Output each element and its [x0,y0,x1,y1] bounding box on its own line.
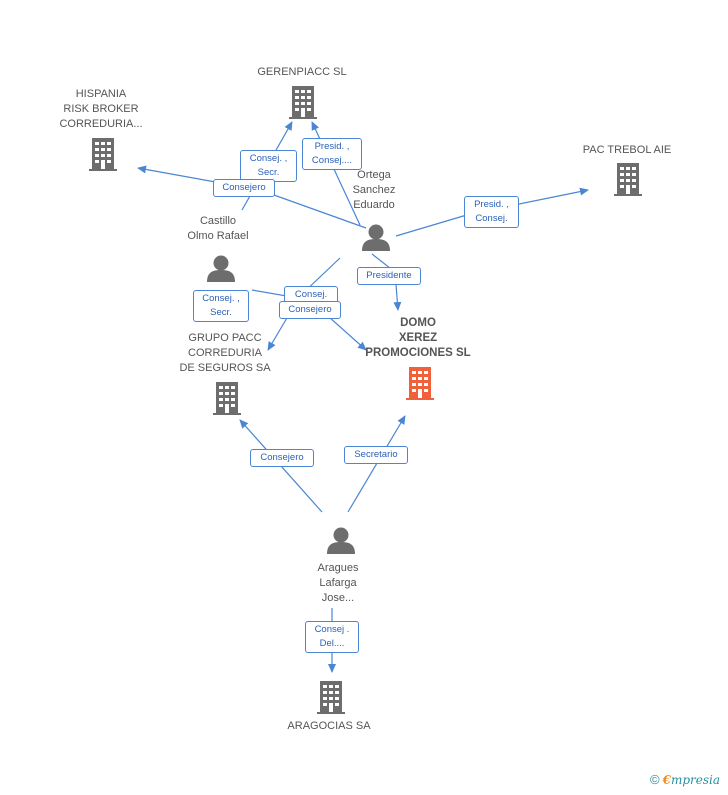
aragues-person-icon[interactable] [327,527,355,555]
edge-label-ortega-pactrebol[interactable]: Presid. , Consej. [464,196,519,228]
aragues-label[interactable]: Aragues Lafarga Jose... [317,562,359,604]
domo-label[interactable]: DOMO XEREZ PROMOCIONES SL [365,317,471,359]
ortega-person-icon[interactable] [362,224,390,252]
pac-trebol-building-icon[interactable] [614,163,642,196]
aragocias-label[interactable]: ARAGOCIAS SA [287,720,371,732]
edge-label-ortega-domo[interactable]: Presidente [357,267,421,285]
aragocias-building-icon[interactable] [317,681,345,714]
brand-name: €mpresia [663,773,720,787]
pac-trebol-label[interactable]: PAC TREBOL AIE [582,144,672,156]
castillo-person-icon[interactable] [207,255,235,283]
hispania-building-icon[interactable] [89,138,117,171]
edge-label-castillo-grupo[interactable]: Consej. , Secr. [193,290,249,322]
hispania-label[interactable]: HISPANIA RISK BROKER CORREDURIA... [59,88,143,130]
copyright-symbol: © [649,772,660,787]
brand-initial: € [662,773,671,787]
ortega-label[interactable]: Ortega Sanchez Eduardo [352,169,396,211]
grupo-pacc-label[interactable]: GRUPO PACC CORREDURIA DE SEGUROS SA [179,332,271,374]
edge-label-ortega-hispania[interactable]: Consejero [213,179,275,197]
edge-label-aragues-grupo[interactable]: Consejero [250,449,314,467]
edge-label-aragues-aragocias[interactable]: Consej . Del.... [305,621,359,653]
edge-label-ortega-gerenpiacc[interactable]: Presid. , Consej.... [302,138,362,170]
edge-label-aragues-domo[interactable]: Secretario [344,446,408,464]
grupo-pacc-building-icon[interactable] [213,382,241,415]
domo-building-icon[interactable] [406,367,434,400]
gerenpiacc-building-icon[interactable] [289,86,317,119]
edge-label-castillo-domo-consejero[interactable]: Consejero [279,301,341,319]
castillo-label[interactable]: Castillo Olmo Rafael [187,215,249,242]
gerenpiacc-label[interactable]: GERENPIACC SL [257,66,347,78]
edge-aragues-domo [347,415,406,513]
brand-rest: mpresia [670,773,720,787]
empresia-logo: ©€mpresia [650,772,720,787]
edge-label-castillo-gerenpiacc[interactable]: Consej. , Secr. [240,150,297,182]
